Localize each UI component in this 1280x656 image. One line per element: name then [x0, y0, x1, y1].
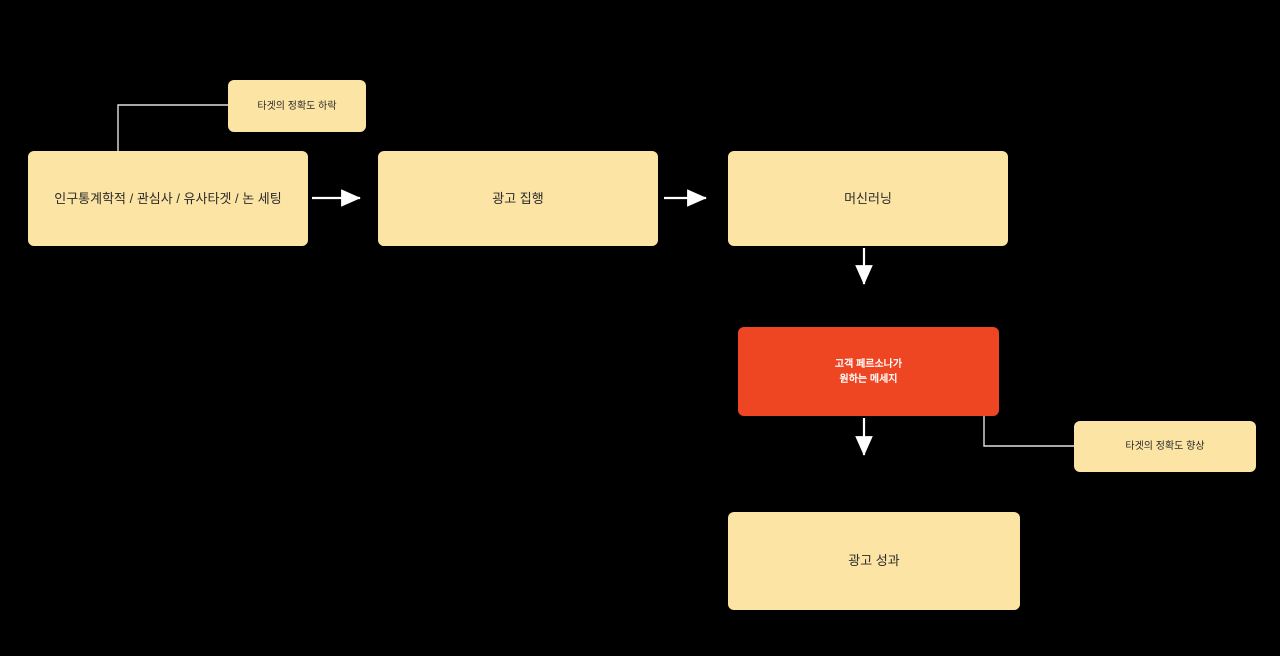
node-ad-performance[interactable]: 광고 성과: [728, 512, 1020, 610]
connector-feedback-drop-to-targeting: [117, 104, 228, 152]
connector-improve-to-persona: [983, 416, 1074, 447]
node-targeting-setup[interactable]: 인구통계학적 / 관심사 / 유사타겟 / 논 세팅: [28, 151, 308, 246]
node-target-accuracy-drop[interactable]: 타겟의 정확도 하락: [228, 80, 366, 132]
node-machine-learning[interactable]: 머신러닝: [728, 151, 1008, 246]
node-ad-execution[interactable]: 광고 집행: [378, 151, 658, 246]
node-target-accuracy-improve[interactable]: 타겟의 정확도 향상: [1074, 421, 1256, 472]
node-persona-message[interactable]: 고객 페르소나가 원하는 메세지: [738, 327, 999, 416]
